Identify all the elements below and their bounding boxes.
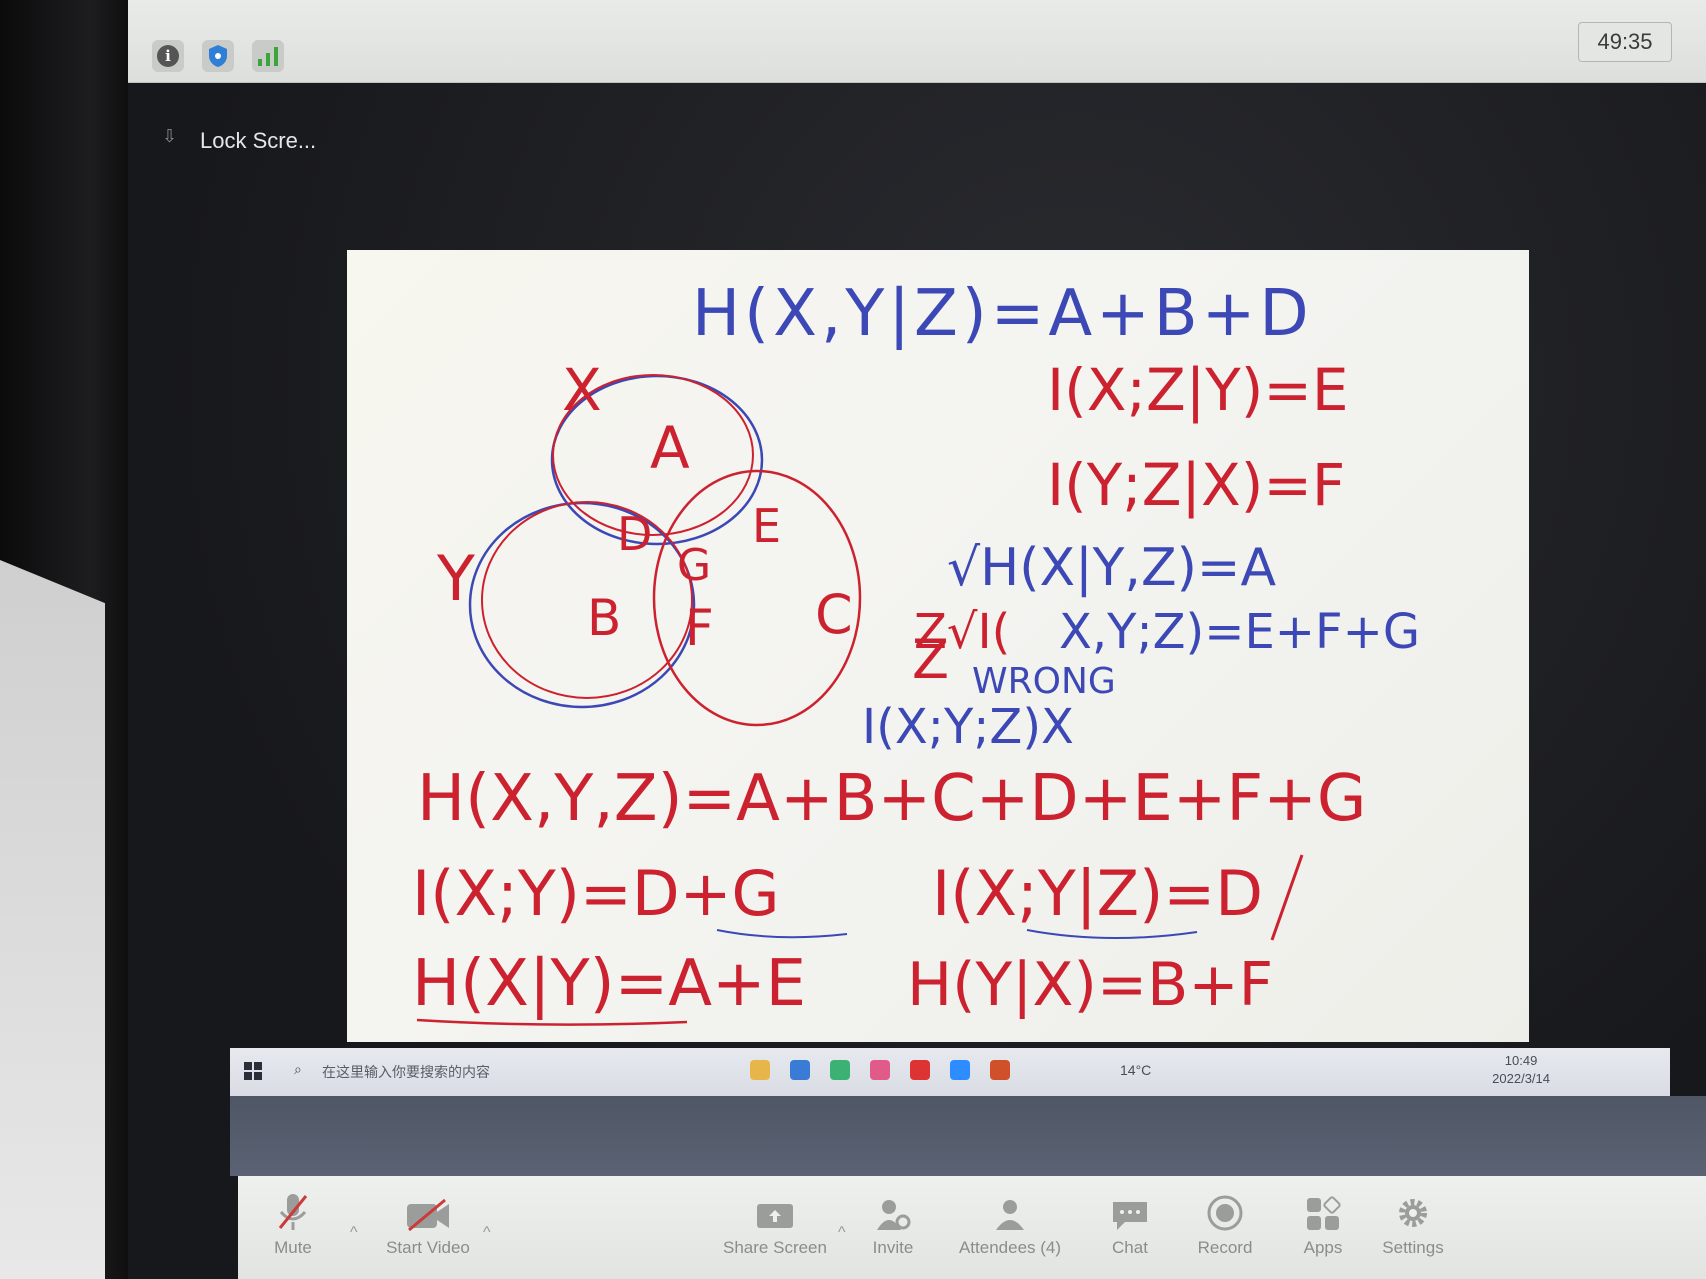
attendees-label: Attendees (4) [958, 1238, 1062, 1257]
venn-circle-y [468, 501, 696, 709]
region-label-e: E [752, 499, 781, 553]
meeting-top-bar: i 49:35 [128, 0, 1706, 83]
connection-signal-icon[interactable] [252, 40, 284, 72]
apps-grid-icon [1268, 1192, 1378, 1232]
app-icon[interactable] [870, 1060, 890, 1080]
video-label: Start Video [386, 1238, 470, 1257]
chat-button[interactable]: Chat [1075, 1192, 1185, 1258]
meeting-controls-toolbar: Mute ^ Start Video ^ Share Screen ^ Invi… [238, 1176, 1706, 1279]
video-camera-muted-icon [373, 1192, 483, 1232]
equation-i-xy: I(X;Y)=D+G [412, 857, 780, 930]
record-label: Record [1197, 1238, 1253, 1257]
equation-h-x-given-y: H(X|Y)=A+E [412, 947, 806, 1021]
shared-windows-taskbar: ⌕ 在这里输入你要搜索的内容 14°C 10:49 2022/3/14 [230, 1048, 1670, 1096]
equation-i-xyz-prefix: Z√I( [914, 604, 1010, 660]
share-screen-label: Share Screen [723, 1238, 827, 1257]
pin-icon: ⇩ [162, 126, 178, 146]
equation-title: H(X,Y|Z)=A+B+D [692, 277, 1313, 351]
region-label-f: F [685, 599, 714, 657]
equation-h-x-given-yz: √H(X|Y,Z)=A [947, 538, 1276, 598]
store-icon[interactable] [790, 1060, 810, 1080]
browser-icon[interactable] [830, 1060, 850, 1080]
start-video-button[interactable]: Start Video [373, 1192, 483, 1258]
set-label-x: X [562, 356, 602, 424]
equation-i-yz-given-x: I(Y;Z|X)=F [1047, 451, 1345, 519]
apps-label: Apps [1303, 1238, 1343, 1257]
screen-share-border [230, 1096, 1706, 1176]
chevron-up-icon[interactable]: ^ [350, 1224, 358, 1241]
venn-circle-y-red [481, 501, 693, 699]
weather-temperature[interactable]: 14°C [1120, 1062, 1152, 1078]
meeting-info-icon[interactable]: i [152, 40, 184, 72]
windows-search-box[interactable]: 在这里输入你要搜索的内容 [322, 1064, 490, 1080]
meeting-app-icon[interactable] [950, 1060, 970, 1080]
meeting-timer: 49:35 [1578, 22, 1672, 62]
chevron-up-icon[interactable]: ^ [838, 1224, 846, 1241]
security-shield-icon[interactable] [202, 40, 234, 72]
invite-button[interactable]: Invite [838, 1192, 948, 1258]
equation-i-xz-given-y: I(X;Z|Y)=E [1047, 356, 1349, 424]
gear-icon [1358, 1192, 1468, 1232]
attendees-icon [940, 1192, 1080, 1232]
share-screen-button[interactable]: Share Screen [710, 1192, 840, 1258]
chat-bubble-icon [1075, 1192, 1185, 1232]
region-label-d: D [617, 507, 652, 561]
equation-h-xyz: H(X,Y,Z)=A+B+C+D+E+F+G [417, 762, 1366, 836]
search-icon[interactable]: ⌕ [294, 1061, 302, 1077]
venn-circle-x-red [552, 374, 754, 536]
system-clock[interactable]: 10:49 2022/3/14 [1492, 1052, 1550, 1088]
powerpoint-icon[interactable] [990, 1060, 1010, 1080]
windows-start-icon[interactable] [244, 1062, 262, 1080]
settings-button[interactable]: Settings [1358, 1192, 1468, 1258]
invite-label: Invite [872, 1238, 914, 1257]
clock-date: 2022/3/14 [1492, 1071, 1550, 1086]
acrobat-icon[interactable] [910, 1060, 930, 1080]
equation-i-x-y-z-crossed: I(X;Y;Z)X [862, 699, 1074, 755]
apps-button[interactable]: Apps [1268, 1192, 1378, 1258]
equation-h-y-given-x: H(Y|X)=B+F [907, 950, 1273, 1020]
set-label-y: Y [436, 542, 475, 615]
mute-label: Mute [274, 1238, 312, 1257]
note-wrong: WRONG [972, 661, 1116, 702]
share-screen-icon [710, 1192, 840, 1232]
underline-i-xy [716, 929, 848, 939]
lock-screen-label[interactable]: Lock Scre... [200, 128, 317, 153]
settings-label: Settings [1382, 1238, 1444, 1257]
equation-i-xy-given-z: I(X;Y|Z)=D [932, 857, 1263, 931]
region-label-a: A [650, 414, 690, 482]
chat-label: Chat [1112, 1238, 1148, 1257]
region-label-c: C [815, 583, 853, 646]
desk-background [0, 560, 105, 1279]
equation-i-xyz: X,Y;Z)=E+F+G [1059, 604, 1420, 660]
mute-button[interactable]: Mute [238, 1192, 348, 1258]
shared-whiteboard: X Y Z A D G E B F C H(X,Y|Z)=A+B+D I(X;Z… [347, 250, 1529, 1042]
microphone-muted-icon [238, 1192, 348, 1232]
record-button[interactable]: Record [1170, 1192, 1280, 1258]
attendees-button[interactable]: Attendees (4) [940, 1192, 1080, 1258]
set-label-z: Z [912, 628, 949, 691]
clock-time: 10:49 [1504, 1053, 1538, 1068]
strike-mark [1270, 854, 1304, 941]
underline-h-x-given-y [416, 1018, 688, 1026]
chevron-up-icon[interactable]: ^ [483, 1224, 491, 1241]
record-icon [1170, 1192, 1280, 1232]
region-label-b: B [587, 589, 621, 647]
invite-person-icon [838, 1192, 948, 1232]
file-explorer-icon[interactable] [750, 1060, 770, 1080]
underline-i-xy-given-z [1026, 929, 1198, 939]
region-label-g: G [677, 540, 711, 591]
venn-circle-z [652, 469, 862, 727]
